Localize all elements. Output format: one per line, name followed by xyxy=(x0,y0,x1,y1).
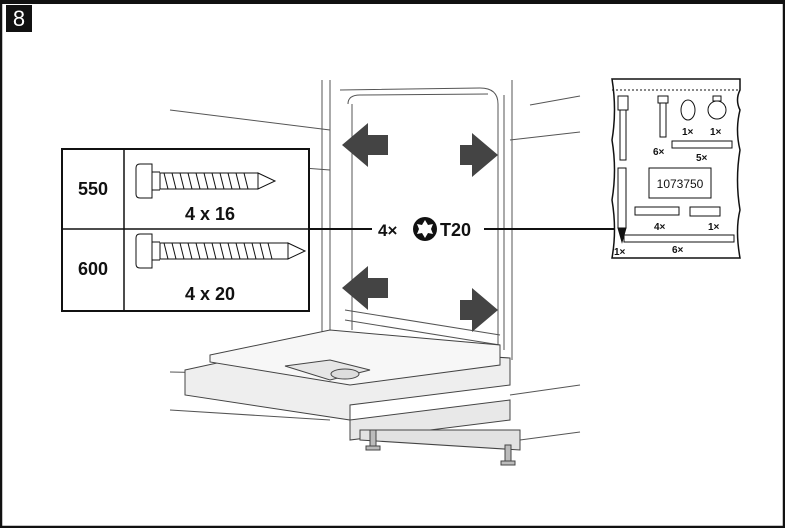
screw-table: 550 4 x 16 600 4 x 20 xyxy=(61,148,310,312)
qty-1x-d: 1× xyxy=(614,247,626,258)
pin-icon xyxy=(617,167,627,229)
row1-size: 4 x 16 xyxy=(185,204,235,224)
row1-width: 550 xyxy=(78,179,108,199)
screw-20-icon xyxy=(135,233,307,269)
torx-star-icon xyxy=(413,217,437,241)
part-number: 1073750 xyxy=(657,177,704,191)
qty-4x: 4× xyxy=(654,222,666,233)
qty-1x-b: 1× xyxy=(710,127,722,138)
arrow-top-right xyxy=(460,133,498,177)
row2-width: 600 xyxy=(78,259,108,279)
arrow-bottom-left xyxy=(342,266,388,310)
qty-6x-a: 6× xyxy=(653,147,665,158)
qty-1x-c: 1× xyxy=(708,222,720,233)
direction-arrow-icon xyxy=(342,123,498,332)
dishwasher-feet xyxy=(365,429,516,466)
anchor-icon xyxy=(689,206,721,217)
dishwasher-door xyxy=(184,329,521,451)
arrow-top-left xyxy=(342,123,388,167)
hardware-bag: 1073750 6× 1× 1× 5× 4× 1× 6× 1× xyxy=(611,78,741,259)
screw-small-icon xyxy=(657,95,669,104)
cap-icon xyxy=(707,100,727,120)
part-number-box xyxy=(648,167,712,199)
cabinet-drawing xyxy=(169,80,581,441)
callout-count: 4× xyxy=(378,221,397,240)
qty-5x: 5× xyxy=(696,153,708,164)
arrow-bottom-right xyxy=(460,288,498,332)
row2-size: 4 x 20 xyxy=(185,284,235,304)
hook-icon xyxy=(680,99,696,121)
qty-6x-b: 6× xyxy=(672,245,684,256)
clip-icon xyxy=(617,95,629,111)
qty-1x-a: 1× xyxy=(682,127,694,138)
screw-16-icon xyxy=(135,163,277,199)
step-number-badge: 8 xyxy=(6,5,32,32)
long-screw-icon xyxy=(671,140,733,149)
callout-drive: T20 xyxy=(440,220,471,240)
